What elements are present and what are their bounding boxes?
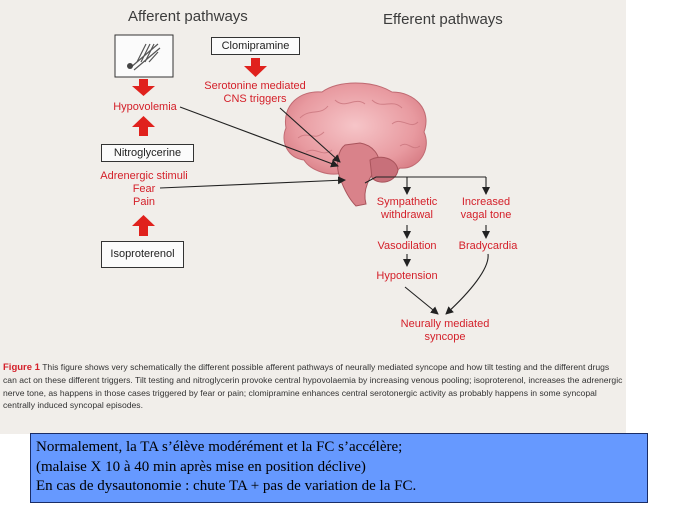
syncope-label: Neurally mediated syncope xyxy=(390,318,500,344)
fear-line: Fear xyxy=(80,183,208,196)
serotonine-line2: CNS triggers xyxy=(190,93,320,106)
figure-caption: Figure 1 This figure shows very schemati… xyxy=(3,361,623,411)
sympathetic-line1: Sympathetic xyxy=(367,196,447,209)
pain-line: Pain xyxy=(80,196,208,209)
adrenergic-label: Adrenergic stimuli Fear Pain xyxy=(80,170,208,209)
efferent-title: Efferent pathways xyxy=(383,11,503,28)
vagal-label: Increased vagal tone xyxy=(448,196,524,222)
adrenergic-line: Adrenergic stimuli xyxy=(80,170,208,183)
caption-text: This figure shows very schematically the… xyxy=(3,362,622,410)
vagal-line2: vagal tone xyxy=(448,209,524,222)
isoproterenol-box: Isoproterenol xyxy=(101,241,184,268)
afferent-title: Afferent pathways xyxy=(128,8,248,25)
syncope-line1: Neurally mediated xyxy=(390,318,500,331)
note-line-1: Normalement, la TA s’élève modérément et… xyxy=(36,438,647,458)
vagal-line1: Increased xyxy=(448,196,524,209)
vasodilation-label: Vasodilation xyxy=(367,240,447,253)
nitroglycerine-box: Nitroglycerine xyxy=(101,144,194,162)
note-line-2: (malaise X 10 à 40 min après mise en pos… xyxy=(36,458,647,478)
clomipramine-box: Clomipramine xyxy=(211,37,300,55)
figure-number: Figure 1 xyxy=(3,362,40,373)
hypotension-label: Hypotension xyxy=(367,270,447,283)
note-line-3: En cas de dysautonomie : chute TA + pas … xyxy=(36,477,647,497)
hypovolemia-label: Hypovolemia xyxy=(90,101,200,114)
bradycardia-label: Bradycardia xyxy=(446,240,530,253)
sympathetic-line2: withdrawal xyxy=(367,209,447,222)
serotonine-line1: Serotonine mediated xyxy=(190,80,320,93)
syncope-line2: syncope xyxy=(390,331,500,344)
note-box: Normalement, la TA s’élève modérément et… xyxy=(30,433,648,503)
sympathetic-label: Sympathetic withdrawal xyxy=(367,196,447,222)
serotonine-label: Serotonine mediated CNS triggers xyxy=(190,80,320,106)
tilt-table-icon xyxy=(115,35,173,77)
